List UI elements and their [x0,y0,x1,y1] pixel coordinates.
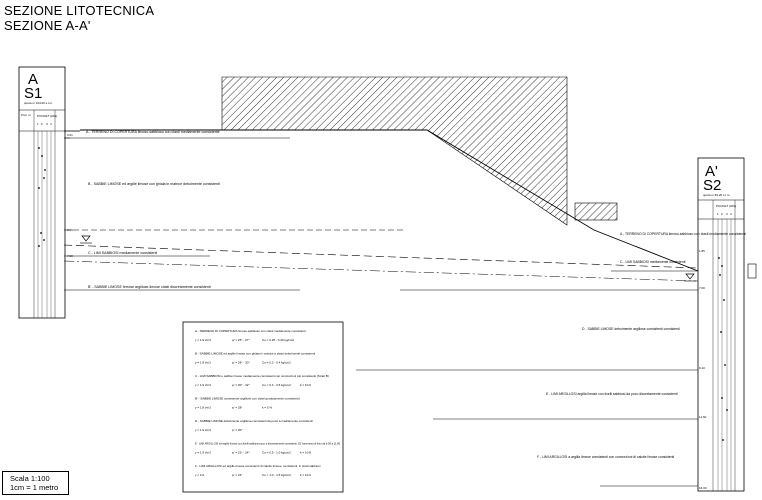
title-line-2: SEZIONE A-A' [4,18,91,33]
title-line-1: SEZIONE LITOTECNICA [4,3,155,18]
s1-tick-3: 3 [46,122,48,126]
layer-label-e-right: E - LIMI ARGILLOSI argilla limose con li… [546,392,678,396]
legend-item-param: γ = 1.8 t/m3 [195,361,211,365]
s2-depth-3: 9.10 [699,366,705,370]
legend-item-param: Cu = 0.25 - 0.30 kg/cm2 [262,338,294,342]
legend-item-param: γ = 1.9 t/m3 [195,428,211,432]
s1-spt-header: POCKET (kPa) [37,114,57,118]
s2-tick-3: 3 [726,212,728,216]
layer-label-c-left: C - LIMI SABBIOSI mediamente consistenti [88,251,158,255]
legend-item-title: B' - SABBIE LIMOSE consistente argillose… [195,397,300,401]
s1-depth-3: 7.00 [67,254,73,258]
legend-item-param: φ' = 30° [232,428,243,432]
layer-label-c-right: C - LIMI SABBIOSI mediamente consistenti [620,260,686,264]
layer-label-a-right: A - TERRENO DI COPERTURA limoso-sabbioso… [620,232,746,236]
layer-label-b-left: B - SABBIE LIMOSE ed argille limose con … [88,182,220,186]
s2-tick-2: 2 [721,212,723,216]
borehole-log-s1: A S1 quota m 104.00 s.l.m. Prof. m POCKE… [18,66,73,319]
legend-item-title: E - LIMI ARGILLOSI ed argille limose con… [195,442,340,446]
borehole-quota-s2: quota m 69.20 s.l.m. [703,193,730,197]
s2-tick-1: 1 [717,212,719,216]
legend-item-param: φ' = 28° [232,406,243,410]
scale-line-2: 1cm = 1 metro [10,483,59,492]
legend-item-param: φ' = 25° - 27° [232,338,250,342]
legend-item-title: A - TERRENO DI COPERTURA limoso-sabbioso… [195,329,306,333]
terrain-fill [221,76,568,226]
legend-item-param: φ' = 30° - 32° [232,383,250,387]
scale-line-1: Scala 1:100 [10,474,50,483]
borehole-name-s2: S2 [703,177,721,194]
layer-label-a-left: A - TERRENO DI COPERTURA limoso-sabbioso… [86,130,220,134]
small-terrain-block [574,202,618,221]
s1-depth-1: 0.61 [67,133,73,137]
s2-depth-1: 1.85 [699,249,705,253]
legend-item-param: Cu = 0.2 - 0.4 kg/cm2 [262,361,291,365]
legend-item-param: k = 5 % [262,406,272,410]
legend-item-param: φ' = 28° - 30° [232,361,250,365]
legend-item-title: B - SABBIE LIMOSE ed argille limose con … [195,352,316,356]
legend-item-param: Cu = 1.0 - 1.5 kg/cm2 [262,473,291,477]
legend-item-param: γ = 1.9 t/m3 [195,338,211,342]
water-table-icon-left [80,235,92,244]
borehole-quota-s1: quota m 104.00 s.l.m. [24,101,53,105]
scale-box: Scala 1:100 1cm = 1 metro [2,471,69,495]
legend-item-param: φ' = 22° - 24° [232,451,250,455]
legend-box: A - TERRENO DI COPERTURA limoso-sabbioso… [182,321,344,493]
s1-depth-2: 3.95 [67,228,73,232]
ground-line [80,129,699,272]
boundary-water-line [63,260,699,282]
layer-label-d-right: D - SABBIE LIMOSE debolmente argillose c… [582,327,680,331]
layer-label-b2-left: B' - SABBIE LIMOSE ferrose argillose-lim… [88,285,211,289]
legend-item-param: φ' = 24° [232,473,243,477]
legend-item-param: γ = 2.0 [195,473,204,477]
borehole-name-s1: S1 [24,85,42,102]
s2-tick-4: 4 [730,212,732,216]
s2-depth-4: 11.60 [699,415,707,419]
legend-item-param: γ = 1.9 t/m3 [195,451,211,455]
s1-prof-header: Prof. m [21,113,31,117]
legend-item-param: Cu = 0.3 - 0.5 kg/cm2 [262,383,291,387]
s1-tick-1: 1 [37,122,39,126]
layer-label-f-right: F - LIMI ARGILLOSI a argilla limose cons… [537,455,674,459]
legend-item-param: k = 10-9 [300,473,311,477]
legend-item-title: D - SABBIE LIMOSE debolmente argillose-c… [195,419,313,423]
legend-item-param: k = 10-8 [300,451,311,455]
s2-depth-2: 7.60 [699,286,705,290]
legend-item-title: C - LIMI SABBIOSI e sabbie limose mediam… [195,374,329,378]
legend-item-param: γ = 1.8 t/m3 [195,406,211,410]
borehole-letter-s1: A [28,71,38,88]
water-table-icon-right [684,273,696,282]
borehole-letter-s2: A' [705,163,718,180]
borehole-log-s2: A' S2 quota m 69.20 s.l.m. POCKET (kPa) … [697,157,757,492]
legend-item-title: F - LIMI ARGILLOSI ed argille limose con… [195,464,321,468]
legend-item-param: Cu = 0.5 - 1.0 kg/cm2 [262,451,291,455]
s1-tick-2: 2 [41,122,43,126]
s2-spt-header: POCKET (kPa) [716,204,736,208]
boundary-c-dashed [63,244,699,269]
s2-depth-5: 16.00 [699,486,707,490]
legend-item-param: k = 10-6 [300,383,311,387]
s1-tick-4: 4 [50,122,52,126]
legend-item-param: γ = 1.9 t/m3 [195,383,211,387]
